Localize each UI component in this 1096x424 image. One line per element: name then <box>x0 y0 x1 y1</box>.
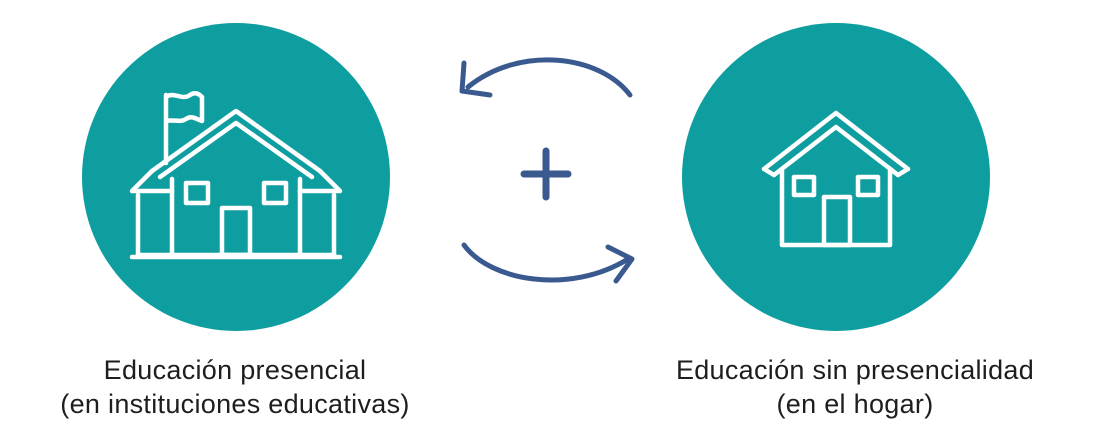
exchange-connector <box>459 57 635 284</box>
home-caption-line1: Educación sin presencialidad <box>675 355 1035 385</box>
arrow-left-curved-icon <box>459 57 633 98</box>
home-circle <box>682 23 990 331</box>
home-caption-line2: (en el hogar) <box>776 389 934 419</box>
plus-symbol <box>520 147 572 201</box>
school-caption: Educación presencial (en instituciones e… <box>20 353 450 421</box>
arrow-right-curved-icon <box>461 242 635 284</box>
house-icon <box>682 23 990 331</box>
home-caption: Educación sin presencialidad (en el hoga… <box>620 353 1090 421</box>
school-caption-line2: (en instituciones educativas) <box>60 389 410 419</box>
school-caption-line1: Educación presencial <box>103 355 367 385</box>
school-building-icon <box>82 23 390 331</box>
school-circle <box>82 23 390 331</box>
